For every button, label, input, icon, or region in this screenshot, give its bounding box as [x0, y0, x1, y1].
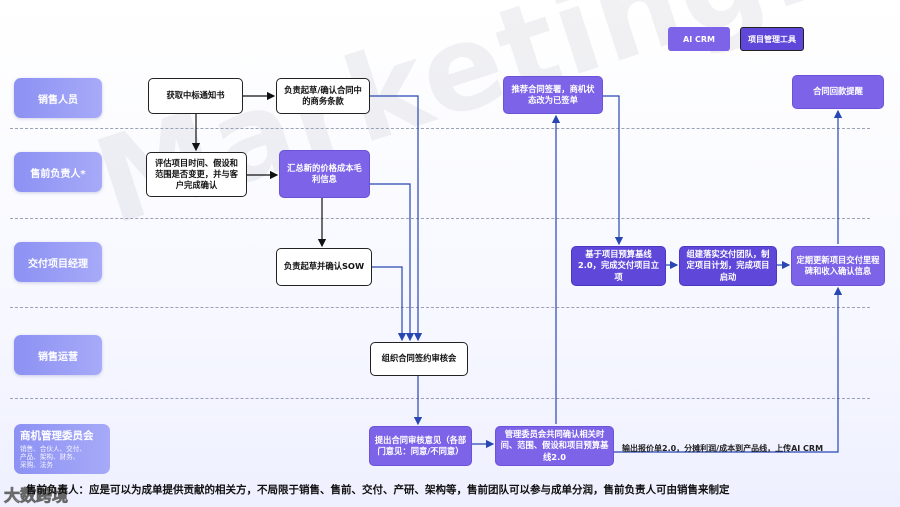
arrow-b4-b6	[370, 183, 415, 342]
lane-label-presales: 售前负责人*	[14, 152, 102, 192]
lane-separator	[10, 218, 870, 219]
step-review-opinions: 提出合同审核意见（各部门意见：同意/不同意）	[369, 426, 472, 466]
lane-label-delivery-pm: 交付项目经理	[14, 242, 102, 282]
arrow-b9-b10	[603, 95, 624, 246]
step-committee-confirm-baseline: 管理委员会共同确认相关时间、范围、假设和项目预算基线2.0	[495, 426, 614, 466]
footnote: 售前负责人：应是可以为成单提供贡献的相关方，不局限于销售、售前、交付、产研、架构…	[26, 484, 730, 496]
step-draft-sow: 负责起草并确认SOW	[276, 248, 372, 286]
committee-title: 商机管理委员会	[20, 430, 94, 442]
lane-separator	[10, 307, 870, 308]
lane-label-sales: 销售人员	[14, 78, 102, 118]
legend-ai-crm: AI CRM	[668, 27, 730, 51]
lane-label-committee: 商机管理委员会 销售、合伙人、交付、 产品、架构、财务、 采购、法务	[14, 424, 110, 474]
step-update-milestones: 定期更新项目交付里程碑和收入确认信息	[791, 246, 885, 286]
lane-label-sales-ops: 销售运营	[14, 335, 102, 375]
step-recommend-sign: 推荐合同签署，商机状态改为已签单	[503, 76, 603, 114]
step-draft-contract-terms: 负责起草/确认合同中的商务条款	[276, 78, 370, 114]
arrow-b5-b6	[372, 266, 407, 342]
step-summarize-price-cost: 汇总新的价格成本毛利信息	[279, 150, 370, 198]
step-team-kickoff: 组建落实交付团队，制定项目计划，完成项目启动	[679, 246, 777, 286]
step-project-initiation: 基于项目预算基线2.0，完成交付项目立项	[571, 246, 666, 286]
arrow-b2-b6	[370, 95, 423, 342]
arrow-b8-output	[614, 286, 843, 453]
step-payment-reminder: 合同回款提醒	[792, 75, 884, 109]
step-get-award-notice: 获取中标通知书	[148, 78, 243, 114]
committee-members: 销售、合伙人、交付、 产品、架构、财务、 采购、法务	[20, 445, 86, 470]
step-evaluate-scope: 评估项目时间、假设和范围是否变更，并与客户完成确认	[146, 152, 247, 197]
legend-pm-tool: 项目管理工具	[740, 27, 804, 51]
output-caption: 输出报价单2.0，分摊利润/成本到产品线，上传AI CRM	[622, 444, 824, 453]
lane-separator	[10, 398, 870, 399]
brand-logo: 大数跨境	[4, 486, 69, 506]
lane-separator	[10, 128, 870, 129]
step-contract-review-meeting: 组织合同签约审核会	[370, 342, 468, 376]
